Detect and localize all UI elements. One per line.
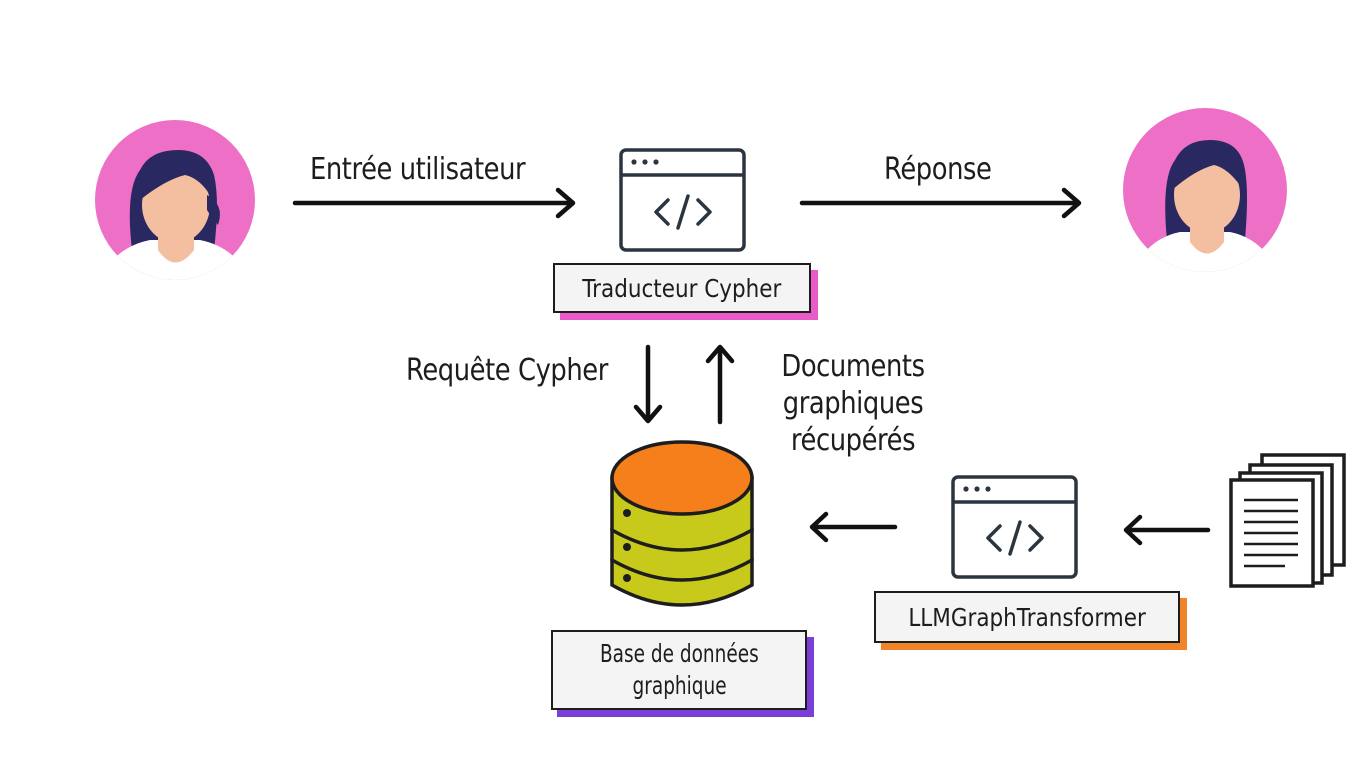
database-label-line: Base de données	[599, 639, 759, 668]
database-icon	[610, 440, 754, 607]
user-avatar-icon	[95, 120, 255, 280]
arrow-results-up	[705, 344, 735, 425]
code-window-icon	[619, 148, 746, 252]
code-window-icon	[951, 475, 1078, 579]
retrieved-label-line: graphiques	[782, 386, 924, 421]
arrow-query-down	[633, 344, 663, 424]
arrow-input	[292, 187, 576, 219]
arrow-docs-to-transformer	[1123, 514, 1211, 546]
translator-label: Traducteur Cypher	[582, 273, 782, 303]
user-avatar-icon	[1123, 108, 1287, 272]
database-label-box: Base de données graphique	[551, 630, 807, 710]
documents-stack-icon	[1229, 453, 1346, 588]
response-edge-label: Réponse	[884, 152, 992, 187]
input-edge-label: Entrée utilisateur	[310, 152, 526, 187]
retrieved-label-line: récupérés	[790, 423, 916, 458]
transformer-label-box: LLMGraphTransformer	[874, 591, 1180, 643]
arrow-transformer-to-db	[809, 511, 898, 543]
translator-label-box: Traducteur Cypher	[553, 263, 811, 313]
database-label: Base de données graphique	[587, 638, 772, 702]
arrow-response	[799, 187, 1082, 219]
query-edge-label: Requête Cypher	[406, 353, 608, 388]
retrieved-label-line: Documents	[781, 349, 925, 384]
retrieved-edge-label: Documents graphiques récupérés	[771, 348, 934, 459]
database-label-line: graphique	[631, 671, 727, 700]
transformer-label: LLMGraphTransformer	[908, 602, 1146, 632]
